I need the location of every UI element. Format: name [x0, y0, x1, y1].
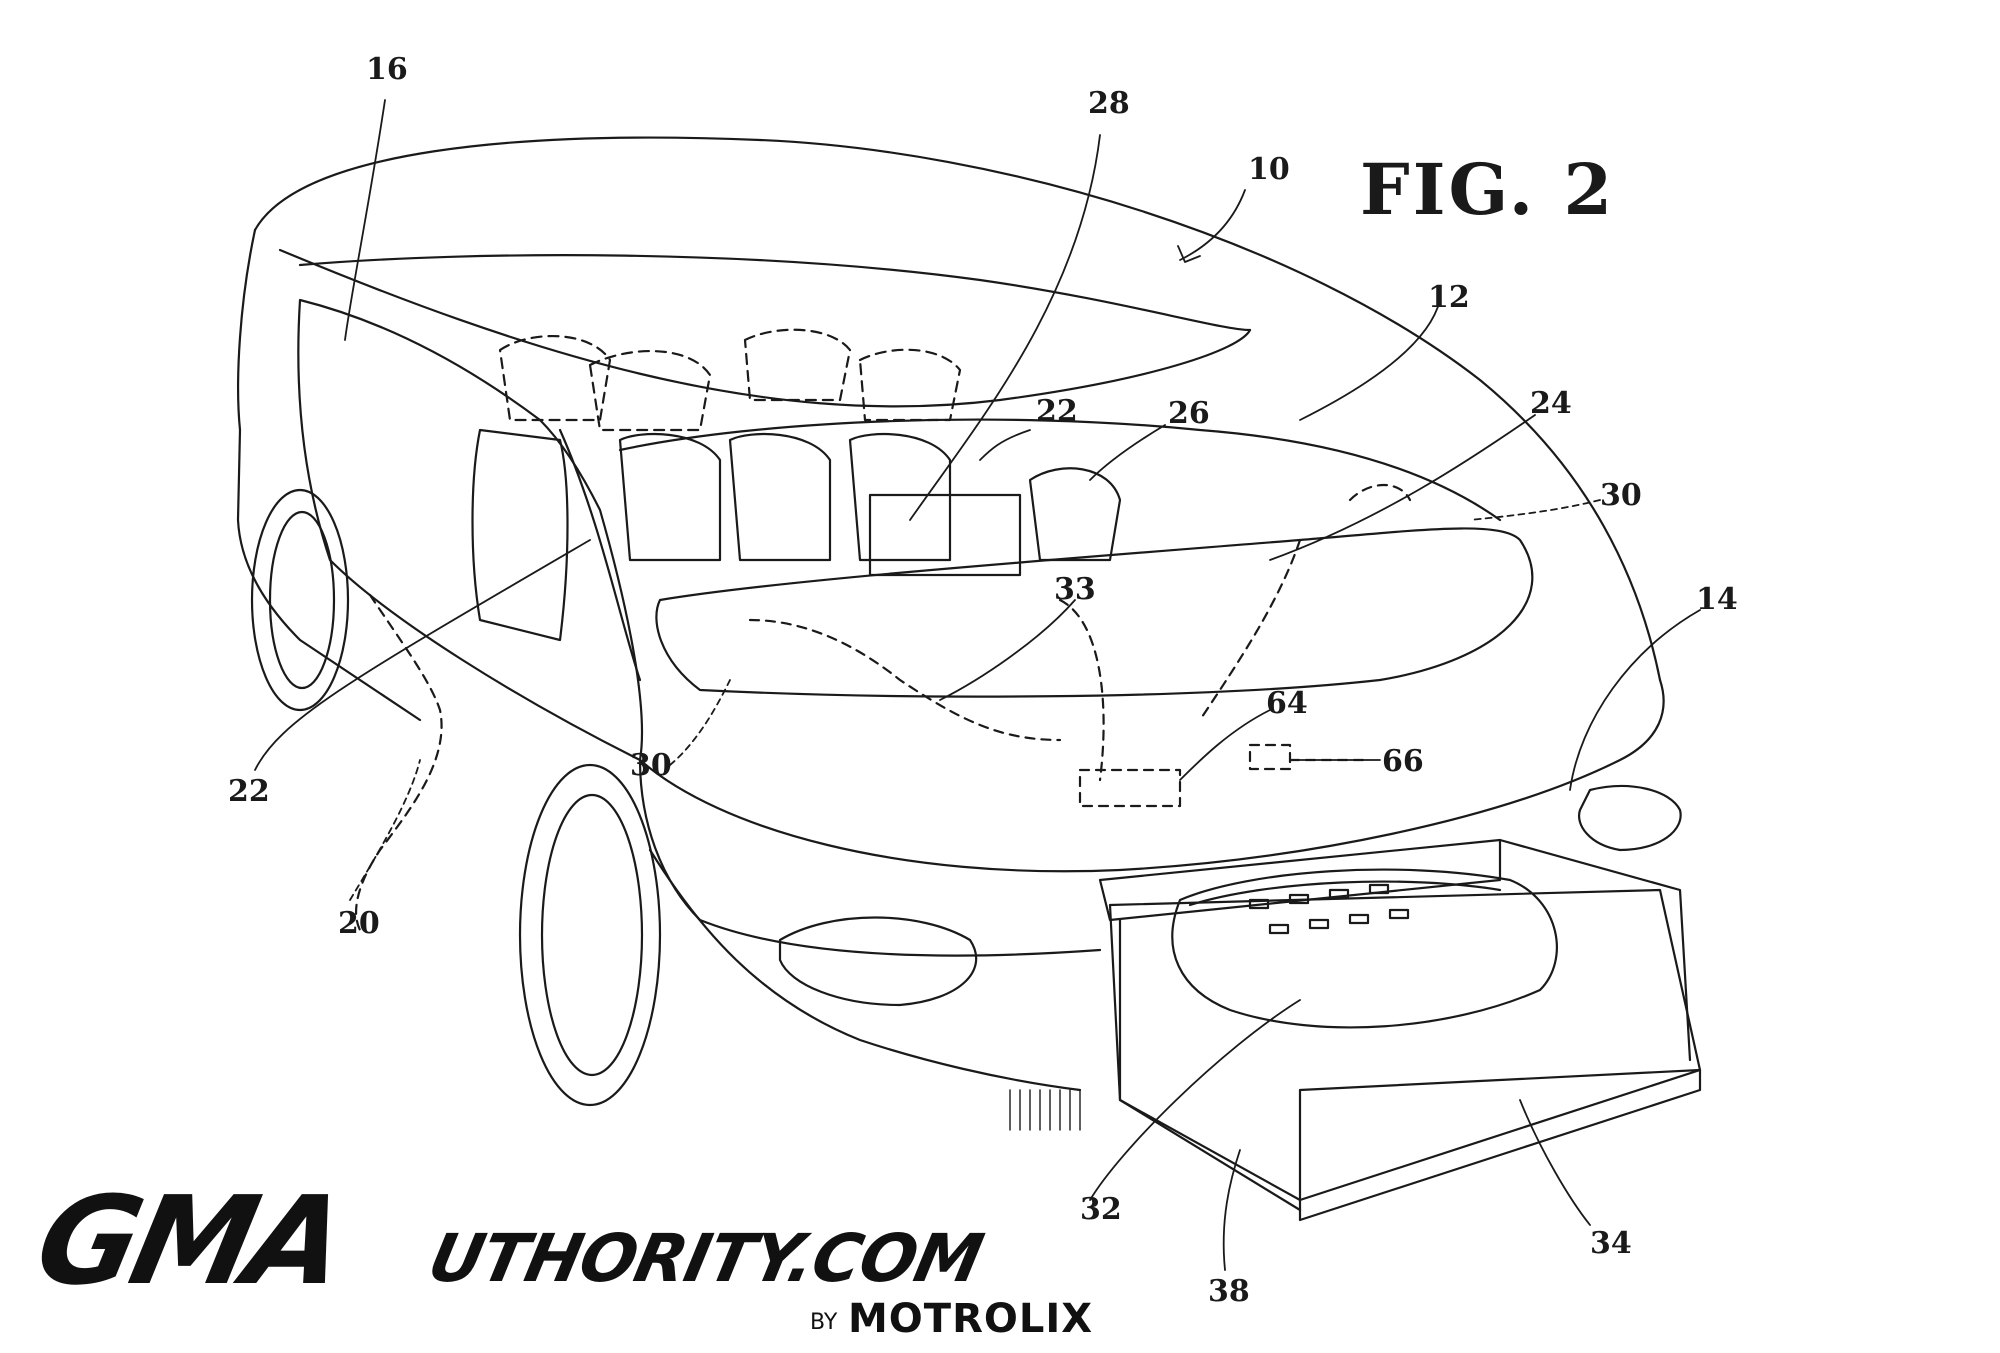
display-28: [870, 495, 1020, 575]
dashboard-surface: [656, 528, 1532, 696]
wheel-front-inner: [542, 795, 642, 1075]
seat-right: [850, 434, 950, 560]
seat-front: [730, 434, 830, 560]
roof-inner-edge: [280, 250, 1250, 406]
ref-10: 10: [1248, 152, 1290, 187]
seats-dashed: [500, 330, 960, 430]
logo-gm-text: GMA: [27, 1180, 351, 1302]
seat-rear-left: [473, 430, 568, 640]
drawer-wall-right: [1500, 840, 1690, 1060]
leader-lines: [255, 100, 1700, 1270]
logo-by-text: BY: [810, 1310, 837, 1335]
ref-38: 38: [1208, 1274, 1250, 1309]
gm-authority-logo: GMA UTHORITY.COM BY MOTROLIX: [40, 1180, 1160, 1340]
logo-authority-text: UTHORITY.COM: [423, 1226, 988, 1292]
ref-30-right: 30: [1600, 478, 1642, 513]
ref-12: 12: [1428, 280, 1470, 315]
ref-66: 66: [1382, 744, 1424, 779]
ref-24: 24: [1530, 386, 1572, 421]
seat-mid: [620, 434, 720, 560]
ref-33: 33: [1054, 572, 1096, 607]
ref-16: 16: [366, 52, 408, 87]
front-fascia-lower: [650, 850, 1080, 1090]
a-pillar: [560, 430, 640, 680]
drawer-34: [1110, 890, 1700, 1200]
ref-26: 26: [1168, 396, 1210, 431]
ref-20: 20: [338, 906, 380, 941]
grille-hatching: [1010, 1090, 1080, 1130]
figure-title: FIG. 2: [1360, 148, 1615, 231]
headlight-right: [1579, 786, 1681, 850]
ref-64: 64: [1266, 686, 1308, 721]
ref-28: 28: [1088, 86, 1130, 121]
module-vents: [1250, 885, 1408, 933]
window-frame-outer: [300, 255, 1250, 330]
logo-motrolix-text: MOTROLIX: [848, 1296, 1093, 1342]
drawer-side-left: [1120, 920, 1300, 1210]
seat-26: [1030, 468, 1120, 560]
wheel-rear-inner: [270, 512, 334, 688]
ref-22-lower: 22: [228, 774, 270, 809]
ref-22-upper: 22: [1036, 394, 1078, 429]
headlight-left: [780, 918, 976, 1006]
internal-routing-dashed: [356, 485, 1410, 930]
drawer-front-38: [1300, 1070, 1700, 1220]
ref-14: 14: [1696, 582, 1738, 617]
front-bumper: [640, 760, 1100, 956]
ref-30-left: 30: [630, 748, 672, 783]
ref-34: 34: [1590, 1226, 1632, 1261]
